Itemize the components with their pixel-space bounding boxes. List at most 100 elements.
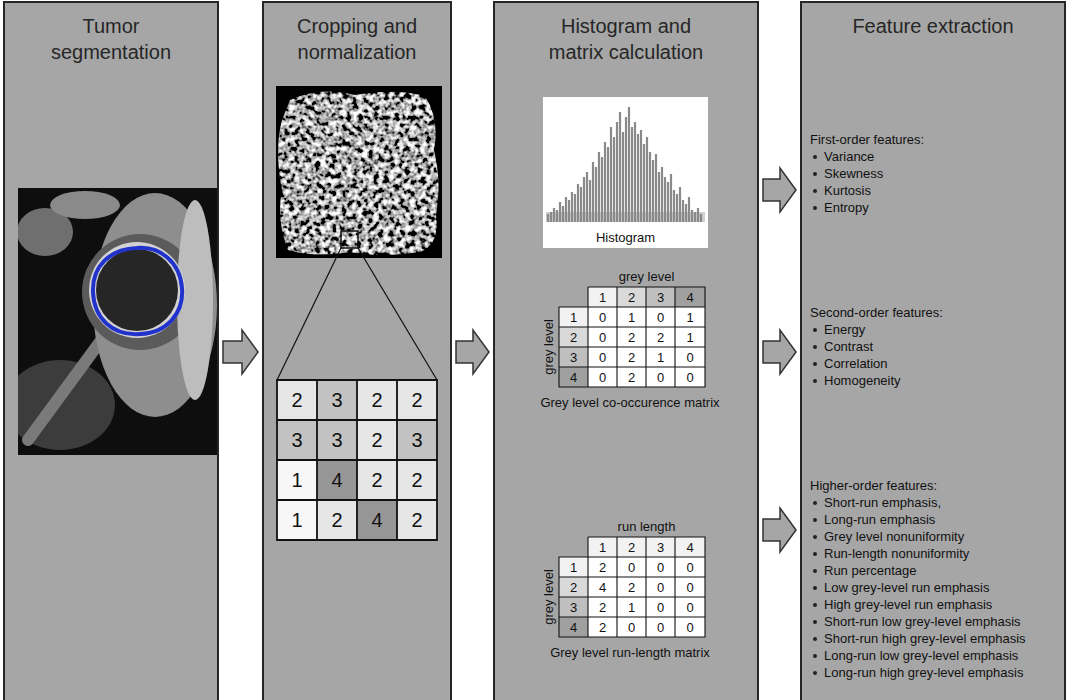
matrix-caption: Grey level run-length matrix: [520, 643, 740, 661]
bullet-dot: [813, 620, 817, 624]
matrix-cell: 0: [646, 367, 675, 387]
feature-item: Energy: [824, 321, 865, 338]
pixel-grid: [277, 380, 437, 540]
panel-heading: Feature extraction: [808, 13, 1058, 39]
feature-item: Short-run emphasis,: [824, 494, 941, 511]
axis-label: grey level: [540, 569, 557, 625]
pixel-grid: [357, 500, 397, 540]
glrlm-table: [559, 557, 588, 577]
header-cell: 1: [588, 537, 617, 557]
glrlm-table: [675, 537, 705, 557]
matrix-cell: 1: [617, 597, 646, 617]
header-cell: 4: [675, 287, 705, 307]
block-arrow: [223, 330, 258, 374]
matrix-cell: 0: [675, 347, 705, 367]
matrix-caption: Grey level co-occurence matrix: [520, 393, 740, 411]
header-cell: 4: [559, 617, 588, 637]
feature-item: Short-run low grey-level emphasis: [824, 613, 1021, 630]
histogram-chart: [543, 97, 708, 248]
glcm-table: [559, 367, 588, 387]
mri-image: [5, 3, 217, 700]
bullet-dot: [813, 518, 817, 522]
bullet-dot: [813, 155, 817, 159]
bullet-dot: [813, 569, 817, 573]
feature-item: Kurtosis: [824, 182, 871, 199]
header-cell: 3: [559, 347, 588, 367]
axis-label: grey level: [540, 319, 557, 375]
axis-label: grey level: [588, 266, 705, 286]
matrix-cell: 4: [588, 577, 617, 597]
mri-image: [96, 249, 178, 331]
bullet-dot: [813, 328, 817, 332]
grid-value: 4: [317, 460, 357, 500]
bullet-dot: [813, 603, 817, 607]
matrix-cell: 2: [646, 327, 675, 347]
feature-item: Skewness: [824, 165, 883, 182]
bullet-dot: [813, 206, 817, 210]
matrix-cell: 1: [675, 307, 705, 327]
grid-value: 2: [397, 500, 437, 540]
mri-image: [18, 188, 217, 455]
feature-item: High grey-level run emphasis: [824, 596, 992, 613]
glrlm-table: [559, 537, 705, 637]
feature-item: Homogeneity: [824, 372, 901, 389]
pixel-grid: [357, 380, 397, 420]
matrix-cell: 0: [617, 557, 646, 577]
glcm-table: [646, 287, 675, 307]
glcm-table: [559, 287, 705, 387]
grid-value: 2: [357, 420, 397, 460]
matrix-cell: 0: [646, 577, 675, 597]
grid-value: 2: [357, 380, 397, 420]
feature-heading: Higher-order features:: [810, 477, 937, 494]
glrlm-table: [559, 537, 705, 637]
matrix-cell: 0: [646, 307, 675, 327]
block-arrow: [763, 508, 796, 552]
bullet-dot: [813, 586, 817, 590]
matrix-cell: 2: [588, 617, 617, 637]
matrix-cell: 0: [675, 557, 705, 577]
bullet-dot: [813, 172, 817, 176]
matrix-cell: 0: [588, 347, 617, 367]
grid-value: 2: [397, 380, 437, 420]
matrix-cell: 2: [617, 577, 646, 597]
zoom-square: [341, 231, 358, 248]
header-cell: 2: [559, 327, 588, 347]
feature-item: Contrast: [824, 338, 873, 355]
grid-value: 3: [317, 420, 357, 460]
panel-heading: Histogram and matrix calculation: [536, 13, 716, 65]
feature-item: Entropy: [824, 199, 869, 216]
mri-image: [18, 188, 217, 455]
glcm-table: [617, 287, 646, 307]
feature-item: Long-run emphasis: [824, 511, 935, 528]
feature-item: Long-run low grey-level emphasis: [824, 647, 1018, 664]
histogram-chart: [548, 107, 701, 222]
pixel-grid: [397, 460, 437, 500]
grid-value: 2: [357, 460, 397, 500]
feature-item: Variance: [824, 148, 874, 165]
pixel-grid: [317, 420, 357, 460]
bullet-dot: [813, 535, 817, 539]
pixel-grid: [277, 500, 317, 540]
header-cell: 4: [675, 537, 705, 557]
process-panel: Cropping and normalization: [262, 1, 452, 700]
block-arrow: [763, 330, 796, 374]
pixel-grid: [397, 420, 437, 460]
bullet-dot: [813, 189, 817, 193]
pixel-grid: [317, 500, 357, 540]
feature-item: Grey level nonuniformity: [824, 528, 964, 545]
header-cell: 1: [559, 307, 588, 327]
panel-heading: Cropping and normalization: [268, 13, 446, 65]
header-cell: 3: [559, 597, 588, 617]
header-cell: 3: [646, 537, 675, 557]
pixel-grid: [277, 420, 317, 460]
matrix-cell: 0: [646, 597, 675, 617]
bullet-dot: [813, 552, 817, 556]
feature-item: Correlation: [824, 355, 888, 372]
grid-value: 2: [317, 500, 357, 540]
matrix-cell: 2: [617, 347, 646, 367]
pixel-grid: [277, 380, 317, 420]
header-cell: 2: [617, 537, 646, 557]
histogram-chart: [543, 97, 708, 248]
mri-image: [89, 242, 185, 338]
block-arrow: [763, 168, 796, 212]
